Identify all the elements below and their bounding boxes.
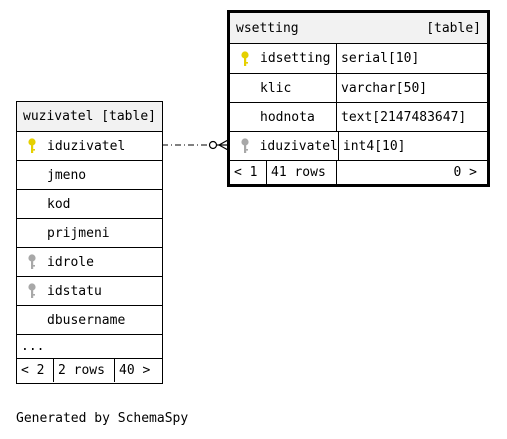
foreign-key-icon: [17, 254, 47, 270]
row-count: 2 rows: [54, 359, 115, 382]
table-name[interactable]: wuzivatel: [23, 109, 94, 124]
table-type-label: [table]: [426, 20, 481, 36]
column-row[interactable]: dbusername: [17, 306, 162, 335]
column-type: text[2147483647]: [336, 103, 487, 131]
parents-count-link[interactable]: 40 >: [119, 363, 151, 378]
table-name[interactable]: wsetting: [236, 20, 299, 36]
column-row[interactable]: jmeno: [17, 161, 162, 190]
column-row[interactable]: kod: [17, 190, 162, 219]
key-icon: [17, 138, 47, 154]
crowfoot-upper: [218, 139, 229, 146]
foreign-key-icon: [17, 283, 47, 299]
column-row[interactable]: idsetting serial[10]: [230, 44, 487, 74]
table-wsetting[interactable]: wsetting [table] idsetting serial[10] kl…: [227, 10, 490, 187]
column-name[interactable]: kod: [47, 196, 71, 212]
column-type: varchar[50]: [336, 74, 487, 102]
column-name[interactable]: dbusername: [47, 312, 126, 328]
row-count: 41 rows: [267, 161, 337, 184]
children-count-link[interactable]: < 2: [17, 359, 54, 382]
table-header[interactable]: wuzivatel [table]: [17, 102, 162, 132]
table-wuzivatel[interactable]: wuzivatel [table] iduzivatel jmeno kod p…: [16, 101, 163, 384]
more-columns-ellipsis[interactable]: ...: [21, 339, 45, 354]
children-count-link[interactable]: < 1: [230, 161, 267, 184]
column-name[interactable]: idsetting: [260, 51, 331, 66]
column-name[interactable]: jmeno: [47, 167, 87, 183]
column-row[interactable]: klic varchar[50]: [230, 74, 487, 103]
column-name[interactable]: idrole: [47, 254, 94, 270]
column-name[interactable]: iduzivatel: [259, 138, 338, 154]
column-row[interactable]: prijmeni: [17, 219, 162, 248]
column-name[interactable]: hodnota: [260, 109, 315, 125]
column-type: serial[10]: [336, 44, 487, 73]
column-name[interactable]: prijmeni: [47, 225, 110, 241]
table-type-label: [table]: [101, 109, 156, 124]
key-icon: [230, 50, 260, 67]
column-name[interactable]: iduzivatel: [47, 138, 126, 154]
column-type: int4[10]: [337, 132, 487, 160]
column-row[interactable]: idrole: [17, 248, 162, 277]
column-row[interactable]: idstatu: [17, 277, 162, 306]
crowfoot-lower: [218, 144, 229, 151]
column-name[interactable]: idstatu: [47, 283, 102, 299]
parents-count-link[interactable]: 0 >: [453, 165, 477, 180]
column-row[interactable]: hodnota text[2147483647]: [230, 103, 487, 132]
optional-circle-marker: [208, 140, 218, 150]
table-footer: < 1 41 rows 0 >: [230, 161, 487, 184]
column-name[interactable]: klic: [260, 80, 292, 96]
more-columns-row[interactable]: ...: [17, 335, 162, 359]
table-header[interactable]: wsetting [table]: [230, 13, 487, 44]
column-row[interactable]: iduzivatel: [17, 132, 162, 161]
column-row[interactable]: iduzivatel int4[10]: [230, 132, 487, 161]
foreign-key-icon: [230, 138, 260, 154]
table-footer: < 2 2 rows 40 >: [17, 359, 162, 382]
generated-by-text: Generated by SchemaSpy: [16, 411, 189, 426]
